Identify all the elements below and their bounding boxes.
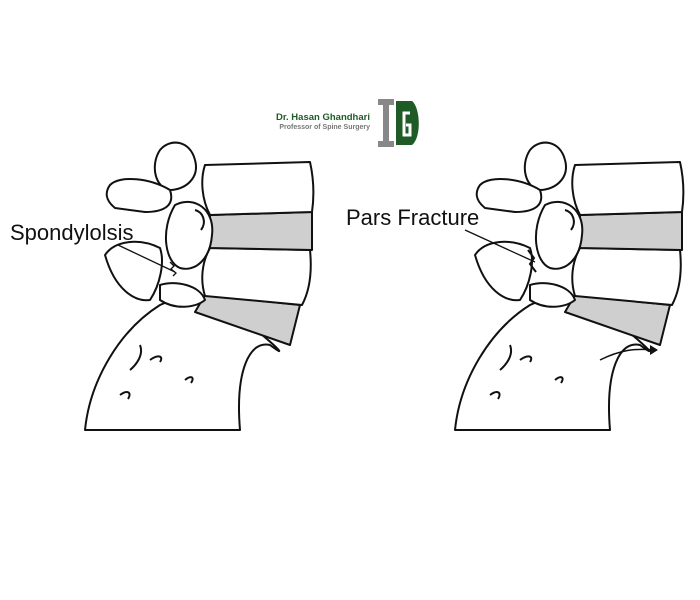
spondylolysis-crack — [169, 261, 177, 277]
logo-name: Dr. Hasan Ghandhari — [276, 112, 370, 123]
pars-fracture-label: Pars Fracture — [346, 205, 480, 230]
pars-fracture-pointer — [464, 229, 536, 263]
logo-monogram-icon — [377, 99, 419, 147]
pars-fracture-gap — [527, 249, 537, 273]
logo-subtitle: Professor of Spine Surgery — [279, 124, 370, 131]
spondylolysis-label: Spondylolsis — [10, 220, 134, 245]
logo: Dr. Hasan Ghandhari Professor of Spine S… — [276, 97, 424, 149]
spondylolysis-pointer — [117, 244, 176, 273]
spine-right-pars-fracture — [454, 141, 685, 431]
slip-arrow-head — [650, 345, 658, 355]
spine-left-spondylolysis — [84, 141, 315, 431]
